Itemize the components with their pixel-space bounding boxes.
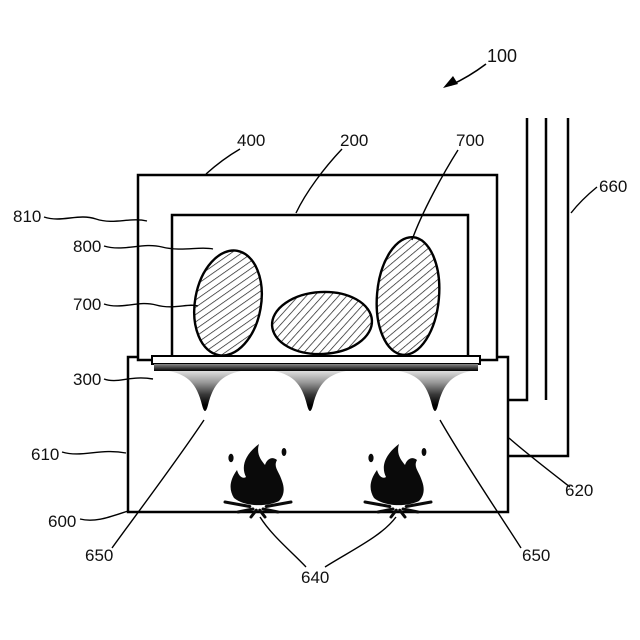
leader-300: [103, 377, 154, 382]
tray-dark-band: [154, 364, 478, 371]
duct-outer-wall: [508, 118, 570, 458]
ref-label-810: 810: [13, 207, 41, 226]
reference-arrow-100: [443, 63, 487, 88]
ref-label-400: 400: [237, 131, 265, 150]
tray-slab: [151, 355, 481, 365]
leader-610: [61, 450, 127, 455]
leader-200: [295, 148, 343, 214]
leader-700-top: [411, 149, 459, 241]
ref-label-600: 600: [48, 512, 76, 531]
leader-640-right: [324, 516, 397, 568]
drip-tray: [151, 355, 481, 371]
leader-650-right: [439, 419, 522, 549]
leader-660: [570, 186, 598, 214]
ref-label-200: 200: [340, 131, 368, 150]
ref-label-300: 300: [73, 370, 101, 389]
arrow-100-head: [443, 76, 458, 88]
leader-400: [205, 148, 241, 175]
ref-label-640: 640: [301, 568, 329, 587]
ref-label-610: 610: [31, 445, 59, 464]
leader-620: [508, 437, 571, 488]
leader-600: [79, 510, 129, 521]
leader-640-left: [259, 516, 307, 568]
exhaust-duct: [508, 118, 570, 458]
leader-700-left: [103, 302, 199, 308]
ref-label-800: 800: [73, 237, 101, 256]
leader-800: [103, 244, 214, 250]
food-item-middle: [270, 290, 374, 356]
ref-label-650-right: 650: [522, 546, 550, 565]
leader-650-left: [111, 419, 205, 549]
duct-inner-wall: [508, 118, 529, 402]
ref-label-620: 620: [565, 481, 593, 500]
ref-label-650-left: 650: [85, 546, 113, 565]
ref-label-100: 100: [487, 46, 517, 66]
leader-810: [43, 216, 148, 222]
ref-label-660: 660: [599, 177, 627, 196]
ref-label-700-left: 700: [73, 295, 101, 314]
ref-label-700-top: 700: [456, 131, 484, 150]
food-item-left: [193, 249, 263, 357]
